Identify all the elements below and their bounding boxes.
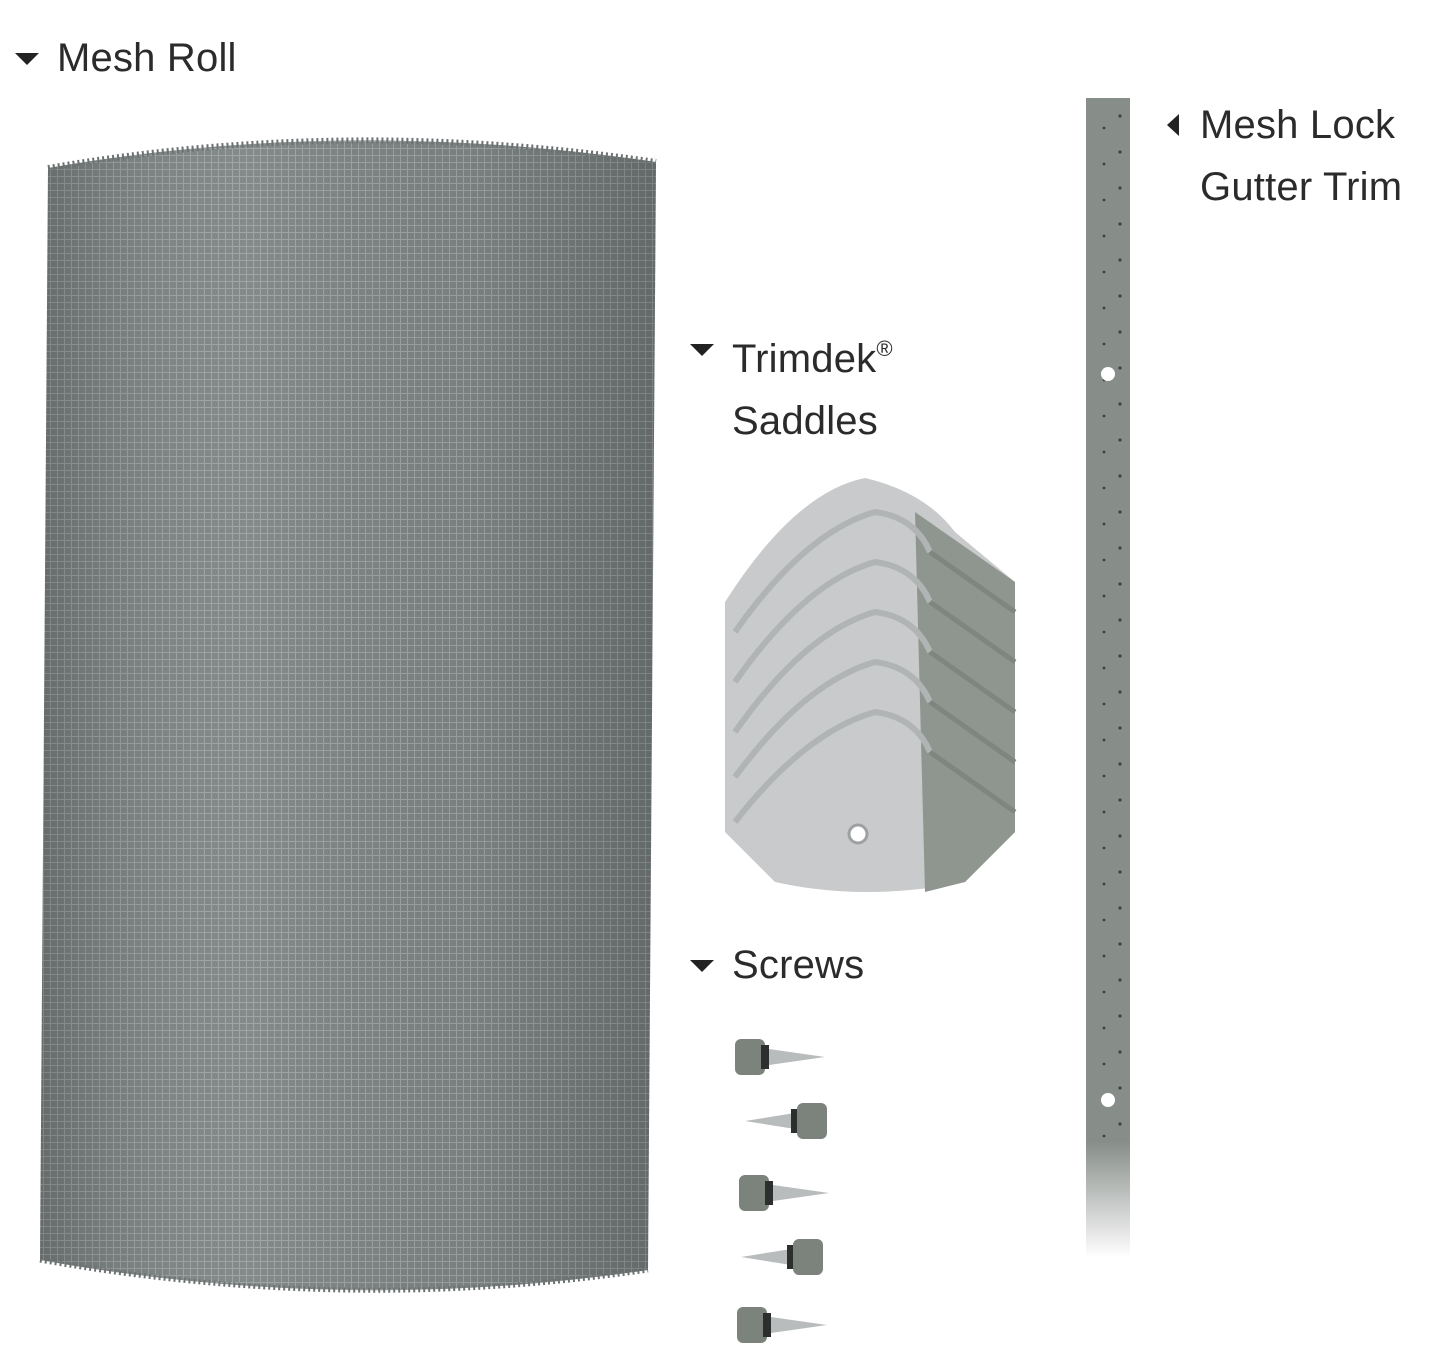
trimdek-label-line2: Saddles [732,399,878,443]
trimdek-saddles-image [715,472,1025,902]
mesh-lock-label-line2: Gutter Trim [1200,165,1403,209]
screws-label: Screws [690,934,865,996]
saddle-screw-hole [847,823,869,845]
mesh-roll-image [36,120,666,1300]
trimdek-label-text: Trimdek [732,337,877,381]
mesh-lock-gutter-trim-label: Mesh Lock Gutter Trim [1167,94,1403,218]
caret-left-icon [1167,114,1179,136]
screw [741,1239,823,1275]
mesh-lock-label-line1: Mesh Lock [1200,103,1396,147]
screw [737,1307,827,1343]
mesh-roll-label-text: Mesh Roll [57,36,237,80]
screw [739,1175,829,1211]
caret-down-icon [690,960,714,972]
caret-down-icon [15,53,39,65]
saddle-stack [725,478,1017,892]
mesh-roll-label: Mesh Roll [15,27,237,89]
trimdek-saddles-label: Trimdek® Saddles [690,318,893,452]
screw [735,1039,825,1075]
registered-mark: ® [876,336,893,361]
mesh-lock-gutter-trim-image [1080,98,1136,1258]
screw [745,1103,827,1139]
caret-down-icon [690,344,714,356]
trimdek-label-line1: Trimdek® [732,318,893,390]
screws-image [725,1025,835,1355]
screws-label-text: Screws [732,943,865,987]
